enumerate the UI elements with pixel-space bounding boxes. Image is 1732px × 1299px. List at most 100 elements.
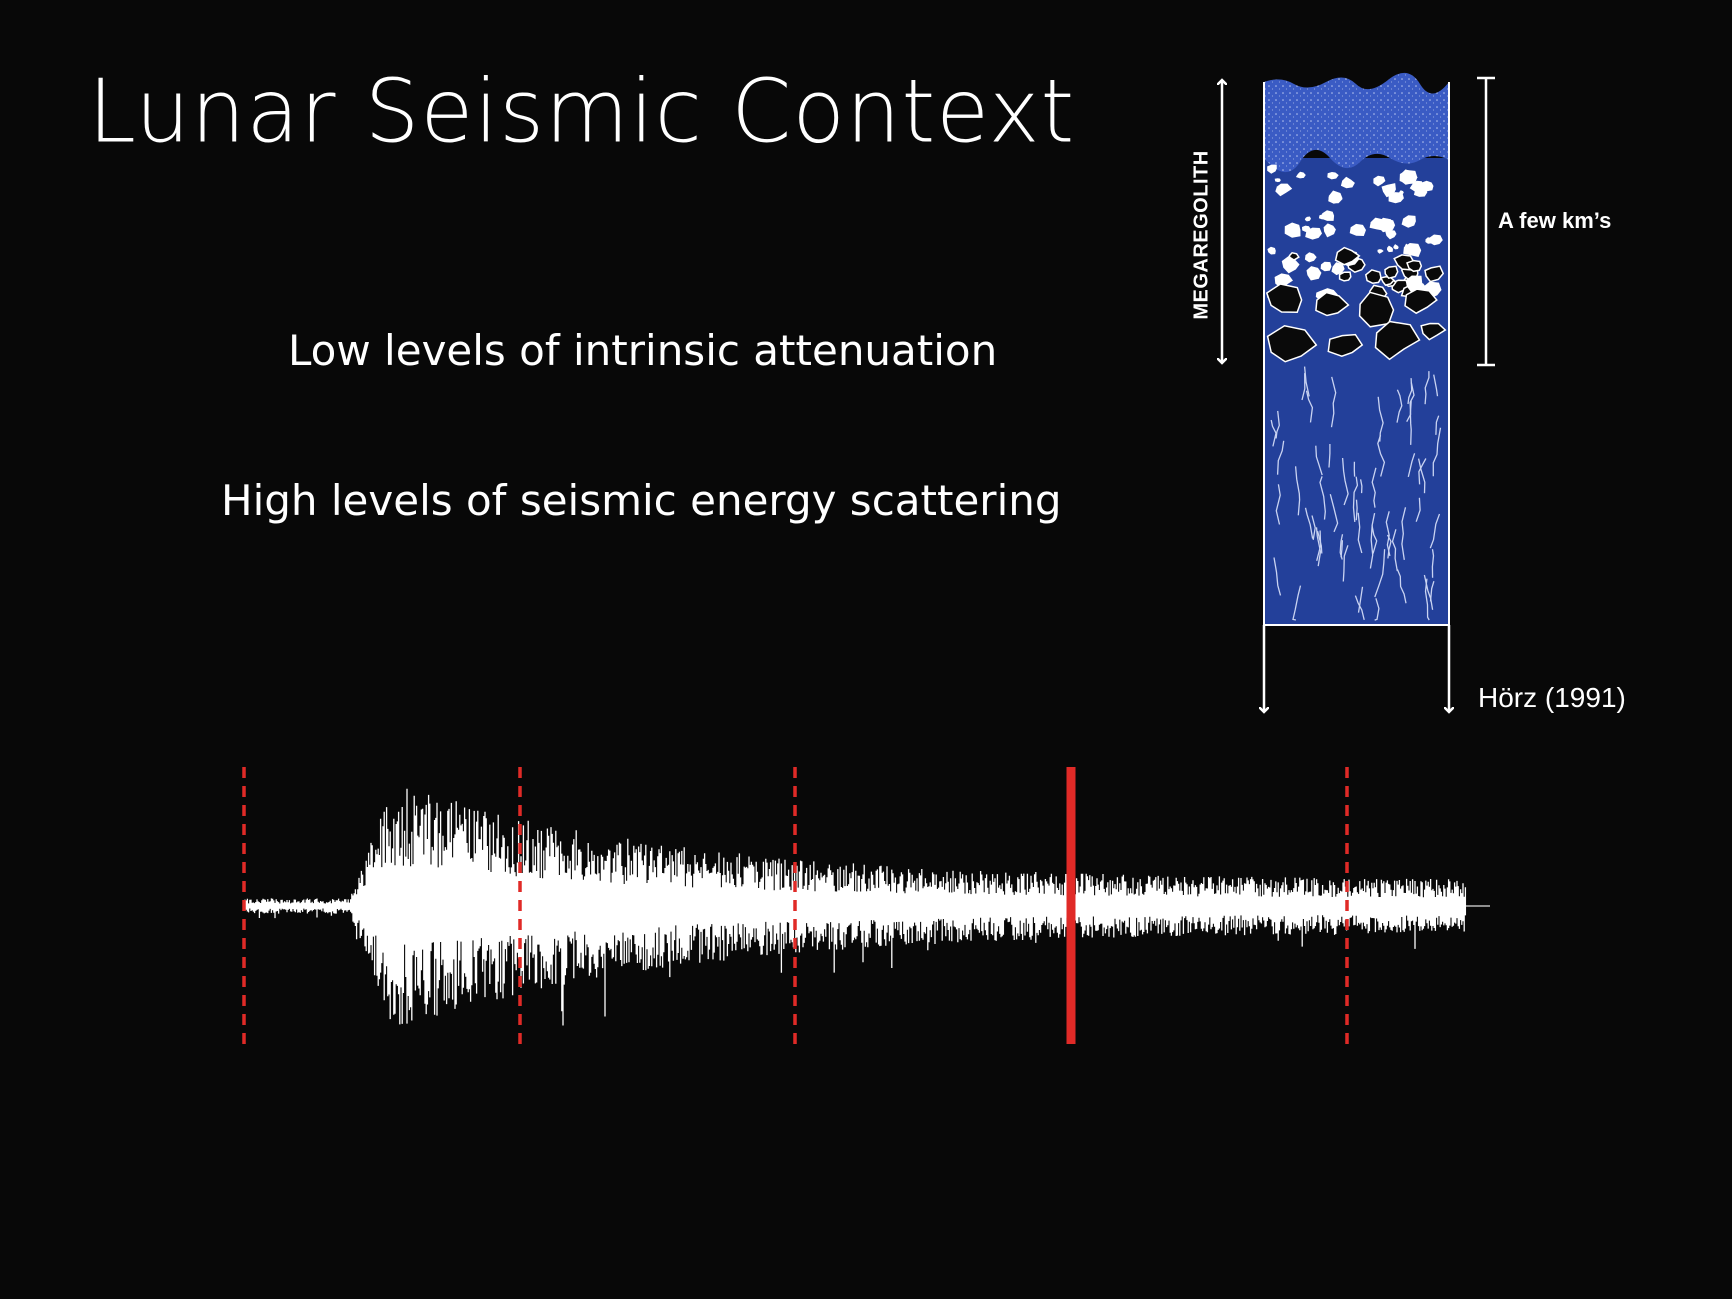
fracture-line xyxy=(1396,569,1407,604)
rock-clast xyxy=(1327,172,1339,180)
fracture-line xyxy=(1374,598,1380,621)
rock-clast xyxy=(1274,178,1281,183)
depth-label: A few km’s xyxy=(1498,208,1612,233)
rock-clast xyxy=(1385,229,1397,240)
rock-clast xyxy=(1429,234,1443,246)
rock-clast xyxy=(1401,215,1416,228)
rock-clast xyxy=(1387,245,1393,253)
fracture-line xyxy=(1357,586,1364,613)
rock-clast xyxy=(1369,217,1385,231)
rock-clast xyxy=(1384,265,1399,280)
fracture-line xyxy=(1424,371,1430,405)
fracture-line xyxy=(1359,479,1363,494)
rock-clast xyxy=(1349,223,1366,236)
rock-clast xyxy=(1284,222,1301,238)
fracture-line xyxy=(1415,497,1421,522)
depth-scale-bar xyxy=(1477,76,1495,367)
fracture-line xyxy=(1371,525,1378,554)
rock-clast xyxy=(1315,291,1350,317)
fracture-line xyxy=(1315,445,1323,476)
rock-clast xyxy=(1302,225,1311,233)
rock-clast xyxy=(1328,194,1343,204)
fracture-line xyxy=(1385,511,1391,557)
fracture-line xyxy=(1276,440,1285,475)
rock-clast xyxy=(1320,261,1332,272)
fracture-line xyxy=(1330,376,1337,428)
fracture-line xyxy=(1401,507,1407,560)
rock-clast xyxy=(1304,216,1311,222)
fracture-line xyxy=(1432,427,1442,477)
fracture-line xyxy=(1328,444,1331,468)
rock-clast xyxy=(1404,288,1438,315)
fracture-line xyxy=(1357,512,1363,554)
rock-clast xyxy=(1406,259,1423,273)
fracture-line xyxy=(1311,515,1316,541)
rock-clast xyxy=(1265,283,1303,313)
fracture-line xyxy=(1319,476,1326,520)
rock-clast xyxy=(1266,325,1318,363)
fracture-line xyxy=(1292,585,1302,621)
fracture-line xyxy=(1417,458,1426,494)
fine-regolith-layer xyxy=(1264,72,1449,173)
fracture-line xyxy=(1273,557,1282,596)
fracture-line xyxy=(1316,530,1322,561)
rock-clast xyxy=(1424,265,1445,283)
bullet-intrinsic-attenuation: Low levels of intrinsic attenuation xyxy=(288,326,998,375)
slide-title: Lunar Seismic Context xyxy=(88,61,1076,163)
trace-waveform xyxy=(244,788,1467,1026)
rock-clast xyxy=(1267,164,1277,174)
fracture-line xyxy=(1407,453,1416,478)
rock-clast xyxy=(1377,249,1384,254)
fracture-line xyxy=(1342,545,1349,582)
fracture-line xyxy=(1355,499,1358,521)
rock-clast xyxy=(1318,213,1328,220)
rock-clast xyxy=(1267,246,1276,255)
phase-markers xyxy=(242,767,1349,1044)
rock-clast xyxy=(1281,255,1300,274)
seismic-trace xyxy=(244,788,1490,1026)
rock-clast xyxy=(1374,320,1421,361)
rock-clast xyxy=(1338,271,1352,282)
boulder-rubble xyxy=(1265,164,1447,363)
rock-clast xyxy=(1340,176,1355,189)
fracture-line xyxy=(1294,466,1301,516)
citation: Hörz (1991) xyxy=(1478,682,1626,713)
rock-clast xyxy=(1399,170,1418,184)
rock-clast xyxy=(1295,171,1306,179)
fracture-line xyxy=(1433,374,1439,397)
rock-clast xyxy=(1331,262,1345,276)
rock-clast xyxy=(1409,180,1424,193)
bullet-energy-scattering: High levels of seismic energy scattering xyxy=(221,476,1062,525)
rock-clast xyxy=(1334,246,1361,266)
fracture-line xyxy=(1270,419,1277,447)
fracture-line xyxy=(1424,578,1430,621)
fracture-line xyxy=(1275,410,1280,439)
fracture-line xyxy=(1304,507,1314,539)
fracture-line xyxy=(1275,484,1281,525)
fracture-line xyxy=(1371,467,1377,508)
fracture-line xyxy=(1341,457,1349,506)
fracture-line xyxy=(1315,527,1322,567)
fracture-line xyxy=(1423,574,1434,610)
rock-clast xyxy=(1275,183,1293,197)
crust-fractures xyxy=(1270,366,1442,621)
fracture-line xyxy=(1396,389,1403,423)
fracture-line xyxy=(1352,476,1359,522)
fracture-line xyxy=(1354,595,1365,621)
fracture-line xyxy=(1435,415,1440,435)
fracture-line xyxy=(1339,534,1344,560)
fracture-line xyxy=(1374,549,1386,598)
fracture-line xyxy=(1369,512,1376,569)
fracture-line xyxy=(1316,530,1323,554)
rock-clast xyxy=(1323,223,1336,238)
rock-clast xyxy=(1306,266,1322,281)
fracture-line xyxy=(1391,529,1398,572)
rock-clast xyxy=(1327,333,1364,357)
fracture-line xyxy=(1305,390,1314,423)
fracture-line xyxy=(1429,513,1441,549)
fracture-line xyxy=(1377,434,1386,477)
rock-clast xyxy=(1373,175,1386,187)
fracture-line xyxy=(1303,366,1310,397)
